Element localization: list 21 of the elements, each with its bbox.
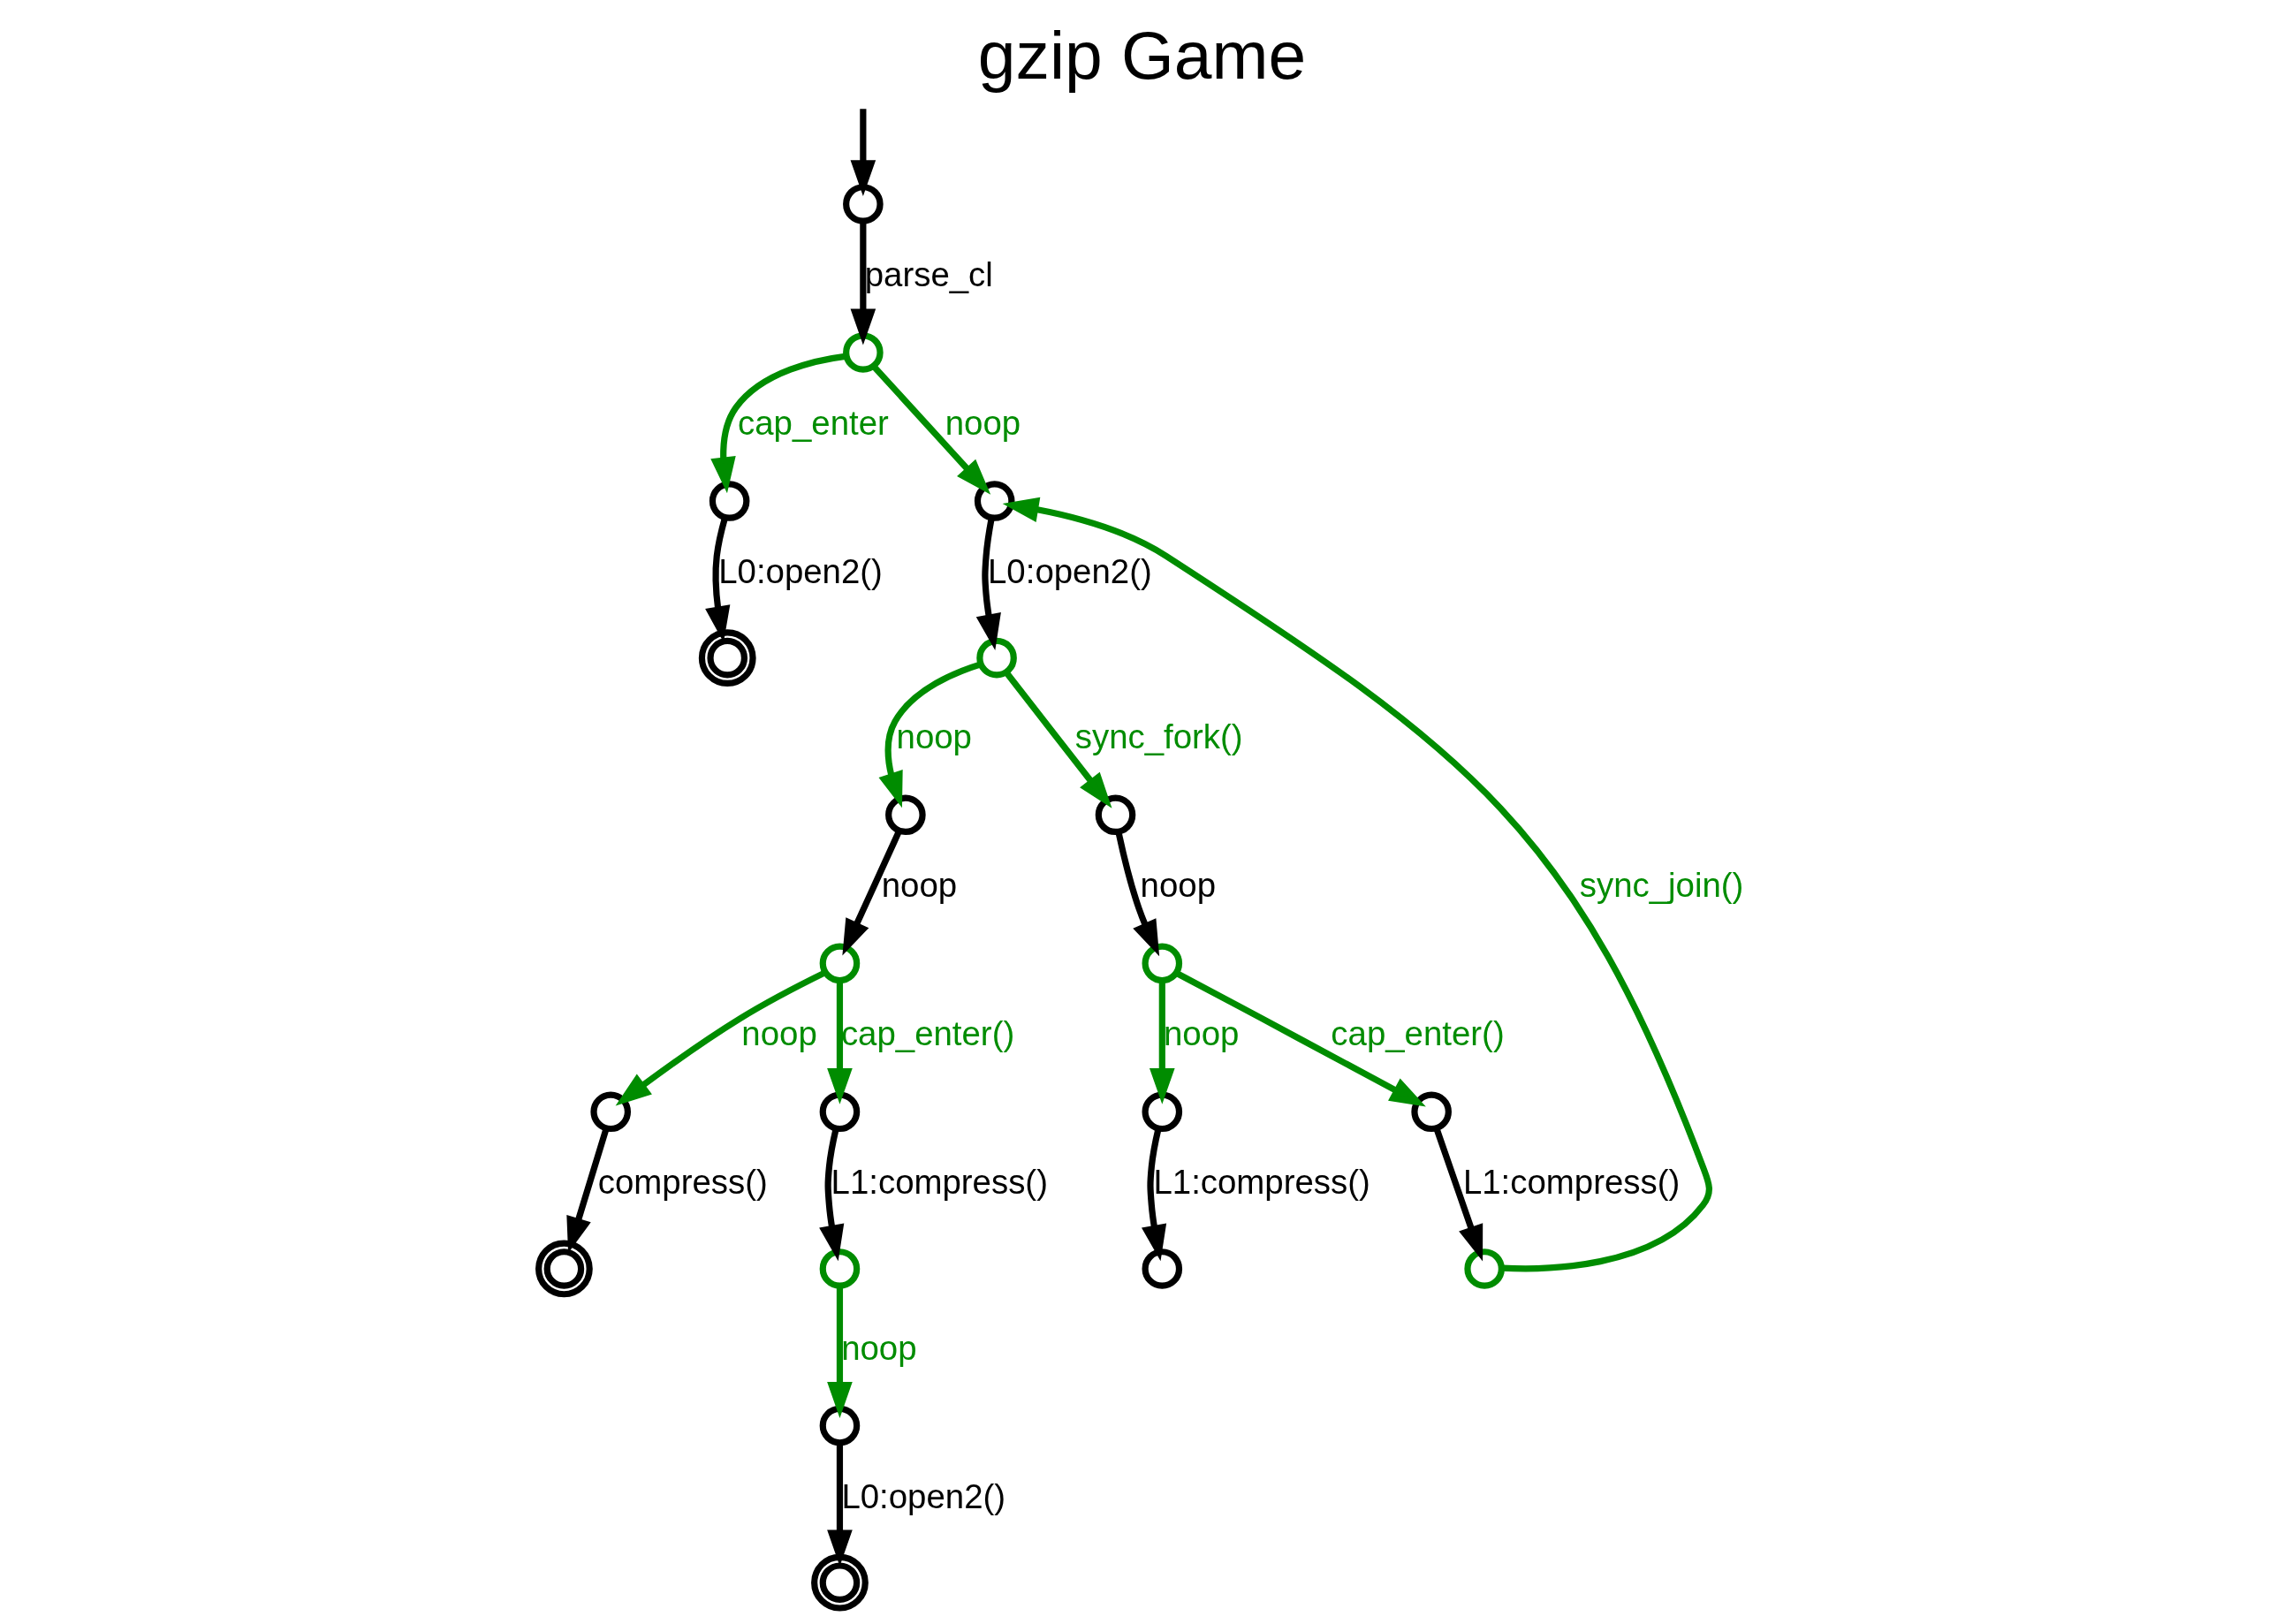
edge-label: L1:compress() xyxy=(1153,1163,1370,1202)
edge-label: compress() xyxy=(597,1163,768,1202)
edge-label: parse_cl xyxy=(864,255,993,294)
edge-label: L0:open2() xyxy=(988,552,1152,591)
edge-label: noop xyxy=(841,1328,917,1367)
edge-label: L1:compress() xyxy=(1462,1163,1681,1202)
edge-label: L1:compress() xyxy=(831,1163,1048,1202)
diagram-title: gzip Game xyxy=(977,17,1307,94)
edge-label: cap_enter xyxy=(738,404,889,443)
edge-label: cap_enter() xyxy=(840,1014,1015,1053)
edge-label: noop xyxy=(896,717,972,756)
edge-label: sync_join() xyxy=(1579,866,1744,905)
edge-label: noop xyxy=(881,866,958,905)
edge-label: L0:open2() xyxy=(718,552,883,591)
edge-label: L0:open2() xyxy=(841,1476,1006,1515)
edge-label: sync_fork() xyxy=(1074,717,1243,756)
edge-label: cap_enter() xyxy=(1331,1014,1505,1053)
edge-label: noop xyxy=(741,1014,817,1053)
edge-label: noop xyxy=(1140,866,1217,905)
edge-label: noop xyxy=(945,404,1021,443)
edge-label: noop xyxy=(1164,1014,1240,1053)
